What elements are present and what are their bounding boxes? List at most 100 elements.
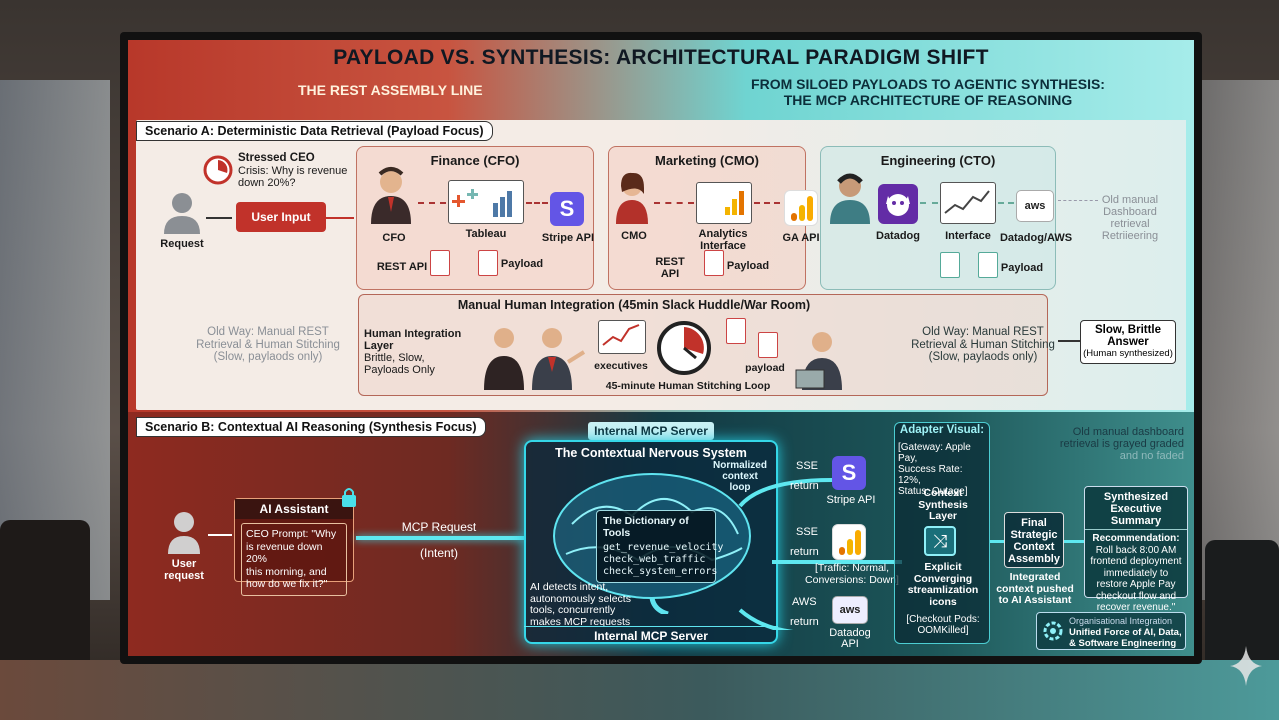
datadog-b-1: Datadog xyxy=(829,627,871,639)
slow-answer-box: Slow, Brittle Answer (Human synthesized) xyxy=(1080,320,1176,364)
cto-icon xyxy=(830,173,870,224)
executives-group-icon xyxy=(484,328,586,390)
tool-check-web-traffic: check_web_traffic xyxy=(603,554,706,565)
final-3: Context xyxy=(1013,541,1055,553)
ceo-crisis-2: down 20%? xyxy=(238,177,296,189)
old-way-left-3: (Slow, paylaods only) xyxy=(213,351,323,363)
integrated-1: Integrated xyxy=(1009,571,1061,583)
mcp-request-label: MCP Request xyxy=(401,520,477,534)
integration-doc-icon-2 xyxy=(758,332,778,358)
org-3: & Software Engineering xyxy=(1069,638,1177,649)
ga-b-icon xyxy=(832,524,866,560)
stripe-api-b-label: Stripe API xyxy=(826,494,876,506)
user-input-box: User Input xyxy=(236,202,326,232)
google-analytics-icon xyxy=(784,190,818,226)
detects-2: autonomously selects xyxy=(530,592,631,605)
ceo-prompt-3: this morning, and xyxy=(246,565,327,578)
cmo-icon xyxy=(616,172,648,224)
explicit-3: streamlization xyxy=(907,584,979,596)
main-title: PAYLOAD VS. SYNTHESIS: ARCHITECTURAL PAR… xyxy=(333,46,989,69)
sse-label-1: SSE xyxy=(796,460,819,472)
rec-1: Recommendation: xyxy=(1092,533,1180,544)
mcp-server-tab: Internal MCP Server xyxy=(588,422,714,440)
final-4: Assembly xyxy=(1008,553,1060,565)
arrow-datadog-interface xyxy=(920,202,938,204)
gear-icon xyxy=(1043,621,1063,641)
old-dash-2: retrieval is grayed graded xyxy=(1059,438,1184,450)
mcp-subtitle-line2: THE MCP ARCHITECTURE OF REASONING xyxy=(783,92,1073,108)
arrow-tableau-stripe xyxy=(526,202,548,204)
marketing-payload-label: Payload xyxy=(726,260,770,272)
rec-4: immediately to xyxy=(1103,567,1169,579)
user-request-2: request xyxy=(164,570,204,582)
scenario-a-label: Scenario A: Deterministic Data Retrieval… xyxy=(136,121,493,141)
datadog-b-label: Datadog API xyxy=(820,628,880,650)
old-way-right-3: (Slow, paylaods only) xyxy=(928,351,1038,363)
finance-payload-doc-icon xyxy=(478,250,498,276)
ceo-prompt-2: is revenue down 20% xyxy=(246,540,323,566)
adapter-1: [Gateway: Apple Pay, xyxy=(898,442,971,464)
ceo-crisis-1: Crisis: Why is revenue xyxy=(238,165,348,177)
cfo-stressed-icon xyxy=(371,167,411,224)
nervous-system-label: The Contextual Nervous System xyxy=(555,446,747,460)
final-assembly-box: Final Strategic Context Assembly xyxy=(1004,512,1064,568)
final-2: Strategic xyxy=(1010,529,1058,541)
integration-doc-icon-1 xyxy=(726,318,746,344)
integration-layer-1: Human Integration xyxy=(364,328,462,340)
chart-screen-icon xyxy=(598,320,646,354)
detects-1: AI detects intent, xyxy=(530,581,609,593)
eng-payload-label: Payload xyxy=(1000,262,1044,274)
ceo-prompt-box: CEO Prompt: "Why is revenue down 20% thi… xyxy=(241,523,347,596)
rec-7: recover revenue." xyxy=(1096,602,1176,613)
conference-table xyxy=(0,660,1279,720)
ai-detects-text: AI detects intent, autonomously selects … xyxy=(530,581,650,628)
old-dash-3: and no faded xyxy=(1119,450,1184,462)
rest-label-1: REST xyxy=(655,256,685,268)
checkout-1: [Checkout Pods: xyxy=(906,614,980,625)
integration-title: Manual Human Integration (45min Slack Hu… xyxy=(457,298,811,312)
ceo-title: Stressed CEO xyxy=(238,152,315,164)
analytics-screen-icon xyxy=(696,182,752,224)
normalized-context: Normalized context loop xyxy=(708,460,772,493)
datadog-logo-icon xyxy=(878,184,918,224)
aws-label: AWS xyxy=(792,596,817,608)
detects-3: tools, concurrently xyxy=(530,604,616,616)
arrow-request-input xyxy=(206,217,232,219)
tableau-label: Tableau xyxy=(465,228,507,240)
arrow-input-finance xyxy=(326,217,354,219)
datadog-aws-label: Datadog/AWS xyxy=(999,232,1073,244)
old-manual-2: Dashboard xyxy=(1103,206,1157,218)
request-label: Request xyxy=(160,238,204,250)
stopwatch-icon xyxy=(203,155,233,185)
slow-answer-2: Answer xyxy=(1107,336,1149,348)
marketing-title: Marketing (CMO) xyxy=(655,153,759,168)
analytics-label-1: Analytics xyxy=(698,228,748,240)
interface-screen-icon xyxy=(940,182,996,224)
detects-4: makes MCP requests xyxy=(530,615,631,628)
stripe-b-icon: S xyxy=(832,456,866,490)
traffic-text: [Traffic: Normal, Conversions: Down] xyxy=(802,562,902,586)
adapter-3: Status: Outage] xyxy=(898,486,968,497)
old-way-right: Old Way: Manual REST Retrieval & Human S… xyxy=(898,326,1068,364)
stitching-loop-label: 45-minute Human Stitching Loop xyxy=(605,380,771,392)
tools-dictionary-box: The Dictionary of Tools get_revenue_velo… xyxy=(596,510,723,583)
old-manual-4: Retriieering xyxy=(1101,230,1159,242)
org-2: Unified Force of AI, Data, xyxy=(1069,627,1182,638)
rest-api-label: REST API xyxy=(376,261,428,273)
arrow-synthesis-final xyxy=(990,540,1004,543)
integrated-3: to AI Assistant xyxy=(998,594,1072,606)
clock-icon xyxy=(657,321,711,375)
arrow-cmo-analytics xyxy=(654,202,694,204)
ga-api-label: GA API xyxy=(782,232,820,244)
user-request-1: User xyxy=(171,558,197,570)
adapter-title: Adapter Visual: xyxy=(899,424,985,436)
explicit-converging: Explicit Converging streamlization icons xyxy=(898,561,988,608)
checkout-2: OOMKilled] xyxy=(917,625,969,636)
rec-3: frontend deployment xyxy=(1090,556,1182,567)
normalized-1: Normalized xyxy=(713,460,767,471)
tableau-screen-icon xyxy=(448,180,524,224)
old-dash-1: Old manual dashboard xyxy=(1072,426,1184,438)
stressed-analyst-icon xyxy=(795,332,842,390)
rest-doc-icon xyxy=(430,250,450,276)
